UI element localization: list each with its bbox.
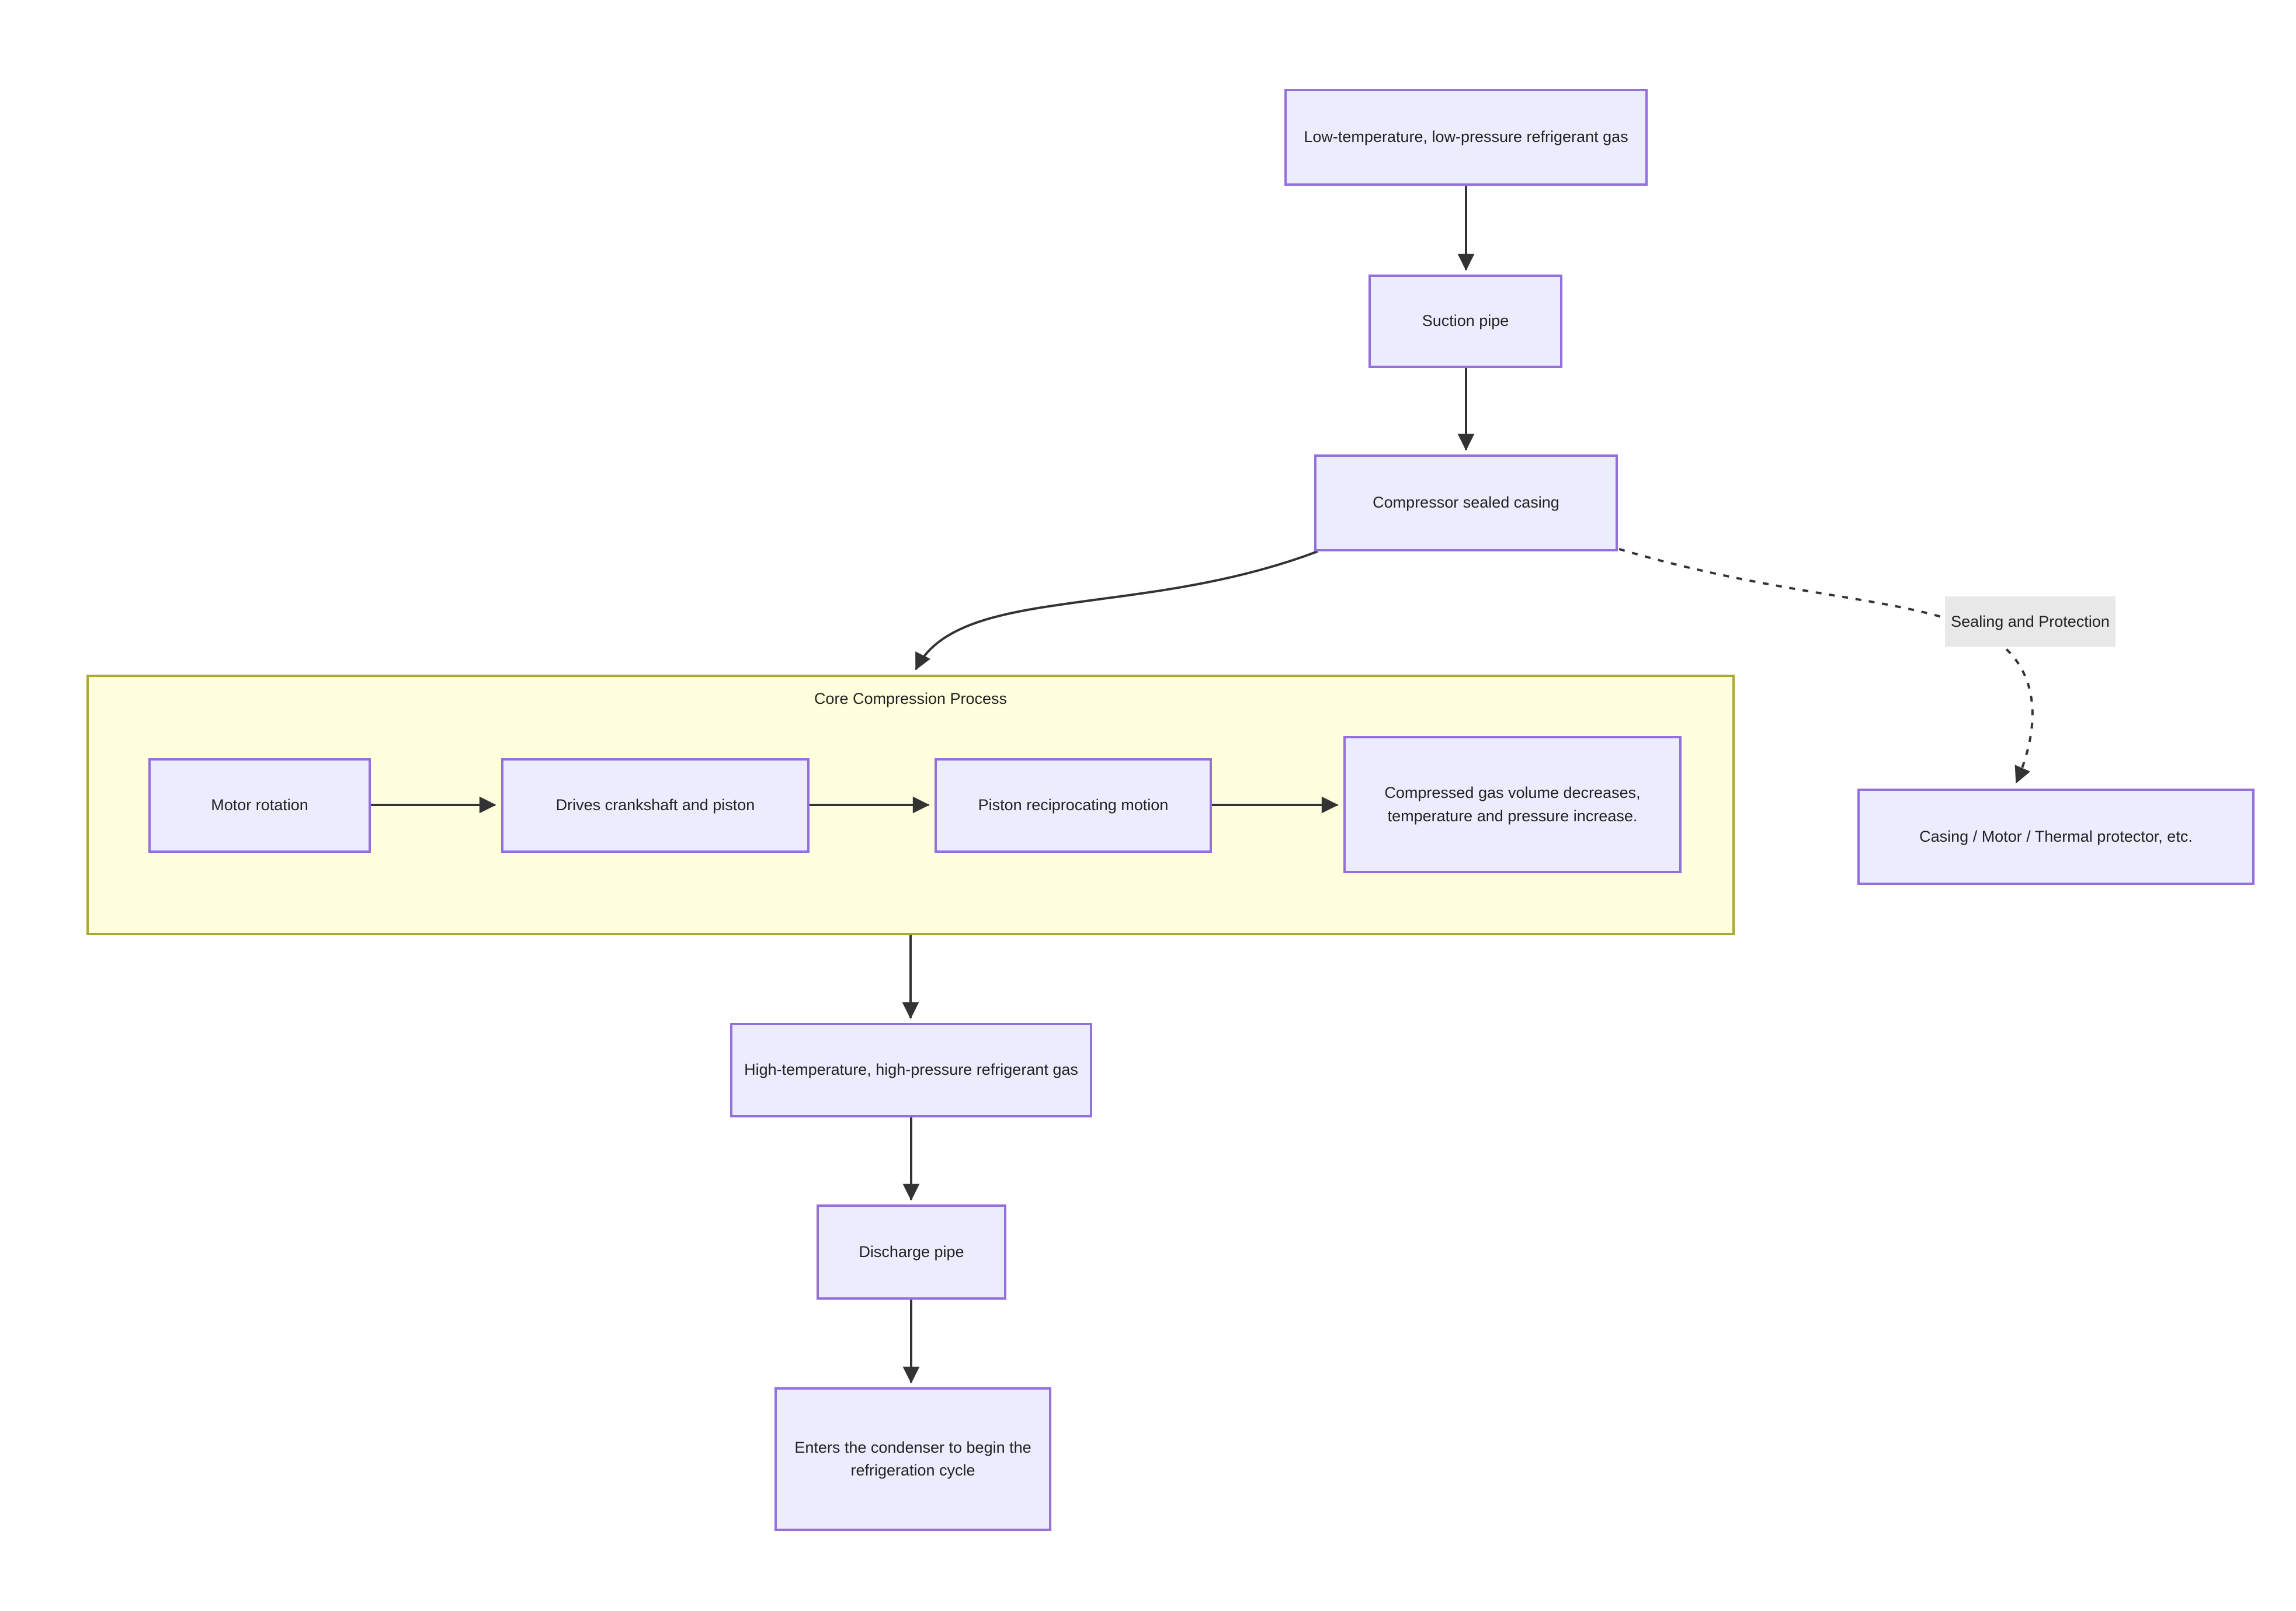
node-condenser: Enters the condenser to begin the refrig…: [774, 1387, 1051, 1531]
node-casing-motor-thermal-protector: Casing / Motor / Thermal protector, etc.: [1857, 789, 2255, 885]
node-compressed-gas-result: Compressed gas volume decreases, tempera…: [1343, 736, 1682, 873]
node-low-temp-gas: Low-temperature, low-pressure refrigeran…: [1284, 89, 1648, 186]
node-suction-pipe: Suction pipe: [1368, 275, 1562, 368]
node-piston-reciprocating-motion: Piston reciprocating motion: [935, 758, 1212, 853]
edge-casing-to-protection: [1618, 548, 2034, 784]
node-compressor-sealed-casing: Compressor sealed casing: [1314, 454, 1618, 551]
node-high-temp-gas: High-temperature, high-pressure refriger…: [730, 1023, 1092, 1117]
node-discharge-pipe: Discharge pipe: [817, 1204, 1006, 1300]
node-motor-rotation: Motor rotation: [148, 758, 371, 853]
edge-casing-to-core-process: [915, 550, 1318, 671]
edge-label-sealing-and-protection: Sealing and Protection: [1945, 596, 2116, 647]
subgraph-title: Core Compression Process: [814, 690, 1008, 707]
node-drives-crankshaft-and-piston: Drives crankshaft and piston: [501, 758, 810, 853]
